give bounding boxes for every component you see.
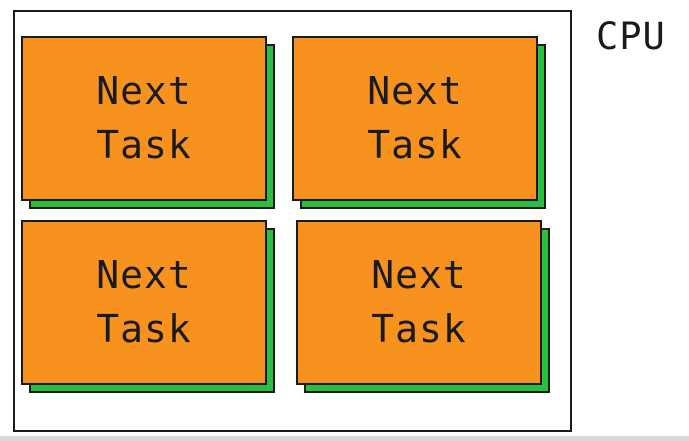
task-card-body: Next Task [292,36,538,201]
task-card-3: Next Task [21,220,275,393]
task-card-4: Next Task [296,220,550,393]
cpu-label: CPU [596,15,666,58]
task-card-2: Next Task [292,36,546,209]
task-card-body: Next Task [21,220,267,385]
task-card-body: Next Task [21,36,267,201]
task-card-1: Next Task [21,36,275,209]
task-card-label: Next Task [96,253,192,351]
task-card-label: Next Task [367,69,463,167]
task-card-body: Next Task [296,220,542,385]
bottom-rule [0,436,689,441]
task-card-label: Next Task [371,253,467,351]
task-card-label: Next Task [96,69,192,167]
